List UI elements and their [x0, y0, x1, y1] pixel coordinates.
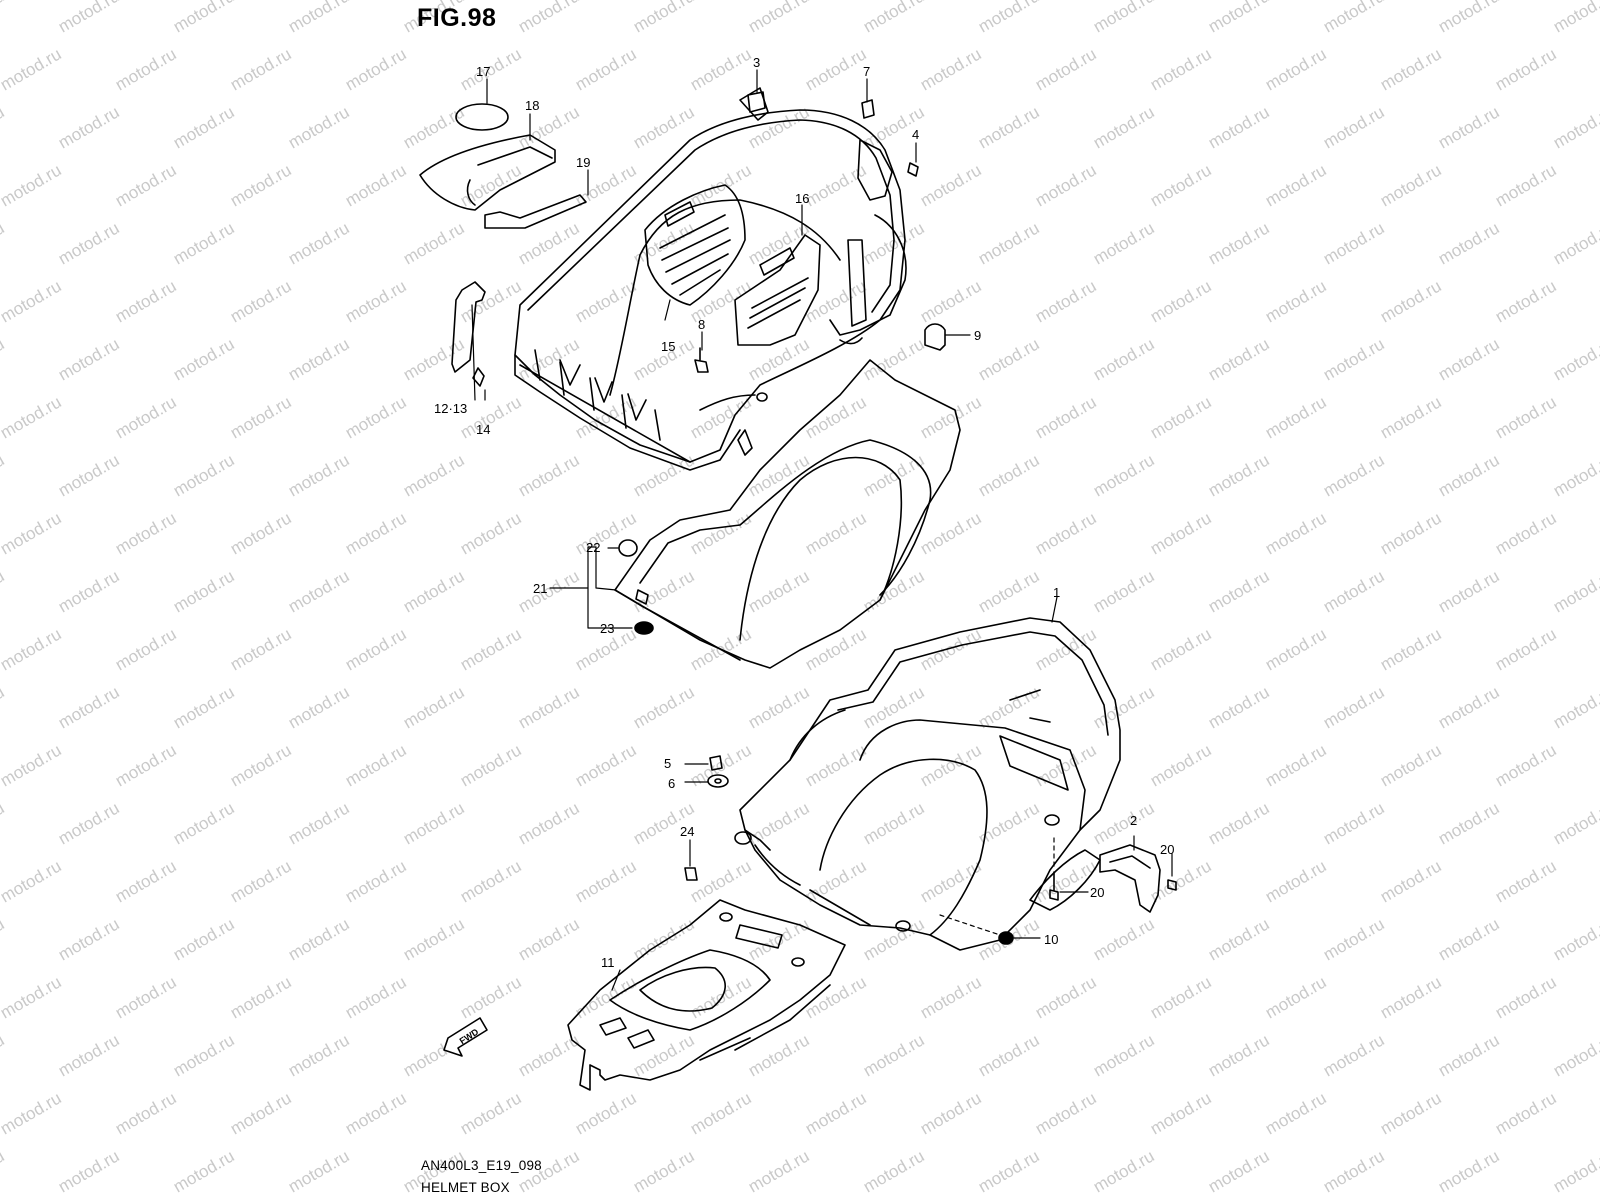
part-16-light: [734, 234, 821, 346]
callout-24: 24: [680, 824, 695, 839]
callout-14: 14: [476, 422, 491, 437]
part-1-lower-box: [734, 617, 1121, 951]
callout-4: 4: [912, 127, 920, 142]
part-21-tray: [614, 359, 961, 669]
part-12-bracket: [451, 281, 486, 373]
part-10-nut: [998, 931, 1014, 945]
callout-9: 9: [974, 328, 982, 343]
callout-22: 22: [586, 540, 601, 555]
part-2-cover: [1099, 844, 1161, 913]
fwd-arrow: FWD: [443, 1017, 488, 1057]
callout-3: 3: [753, 55, 761, 70]
callout-20-right: 20: [1160, 842, 1175, 857]
part-20-screw-b: [1167, 879, 1177, 891]
callout-21: 21: [533, 581, 548, 596]
part-19-bracket: [484, 194, 587, 229]
callout-12-13: 12·13: [434, 401, 468, 416]
callout-2: 2: [1130, 813, 1138, 828]
helmet-box: [514, 87, 907, 471]
part-4-bolt: [907, 162, 919, 177]
callout-8: 8: [698, 317, 706, 332]
part-9-clip: [924, 323, 946, 351]
callout-11: 11: [601, 955, 615, 970]
part-11-undercover: [567, 899, 846, 1091]
leader-lines: [471, 69, 1173, 991]
part-5-bolt: [709, 755, 723, 771]
callout-7: 7: [863, 64, 871, 79]
part-20-screw-a: [1049, 871, 1059, 901]
callout-6: 6: [668, 776, 676, 791]
part-24-bolt: [684, 867, 698, 881]
callout-1: 1: [1053, 585, 1061, 600]
part-17-oring: [455, 103, 509, 131]
part-8-screw: [694, 347, 709, 373]
callout-18: 18: [525, 98, 540, 113]
part-3-clip: [747, 91, 766, 113]
callout-23: 23: [600, 621, 615, 636]
callout-19: 19: [576, 155, 591, 170]
part-18-cover: [419, 134, 556, 211]
callout-17: 17: [476, 64, 491, 79]
part-15-mat: [644, 184, 746, 306]
callout-16: 16: [795, 191, 810, 206]
callout-20-left: 20: [1090, 885, 1105, 900]
callout-5: 5: [664, 756, 672, 771]
callout-15: 15: [661, 339, 676, 354]
figure-caption: HELMET BOX: [421, 1180, 510, 1195]
part-6-washer: [707, 774, 729, 788]
figure-title: FIG.98: [417, 4, 497, 32]
part-7-grommet: [861, 99, 875, 119]
callout-10: 10: [1044, 932, 1059, 947]
figure-code: AN400L3_E19_098: [421, 1158, 542, 1173]
